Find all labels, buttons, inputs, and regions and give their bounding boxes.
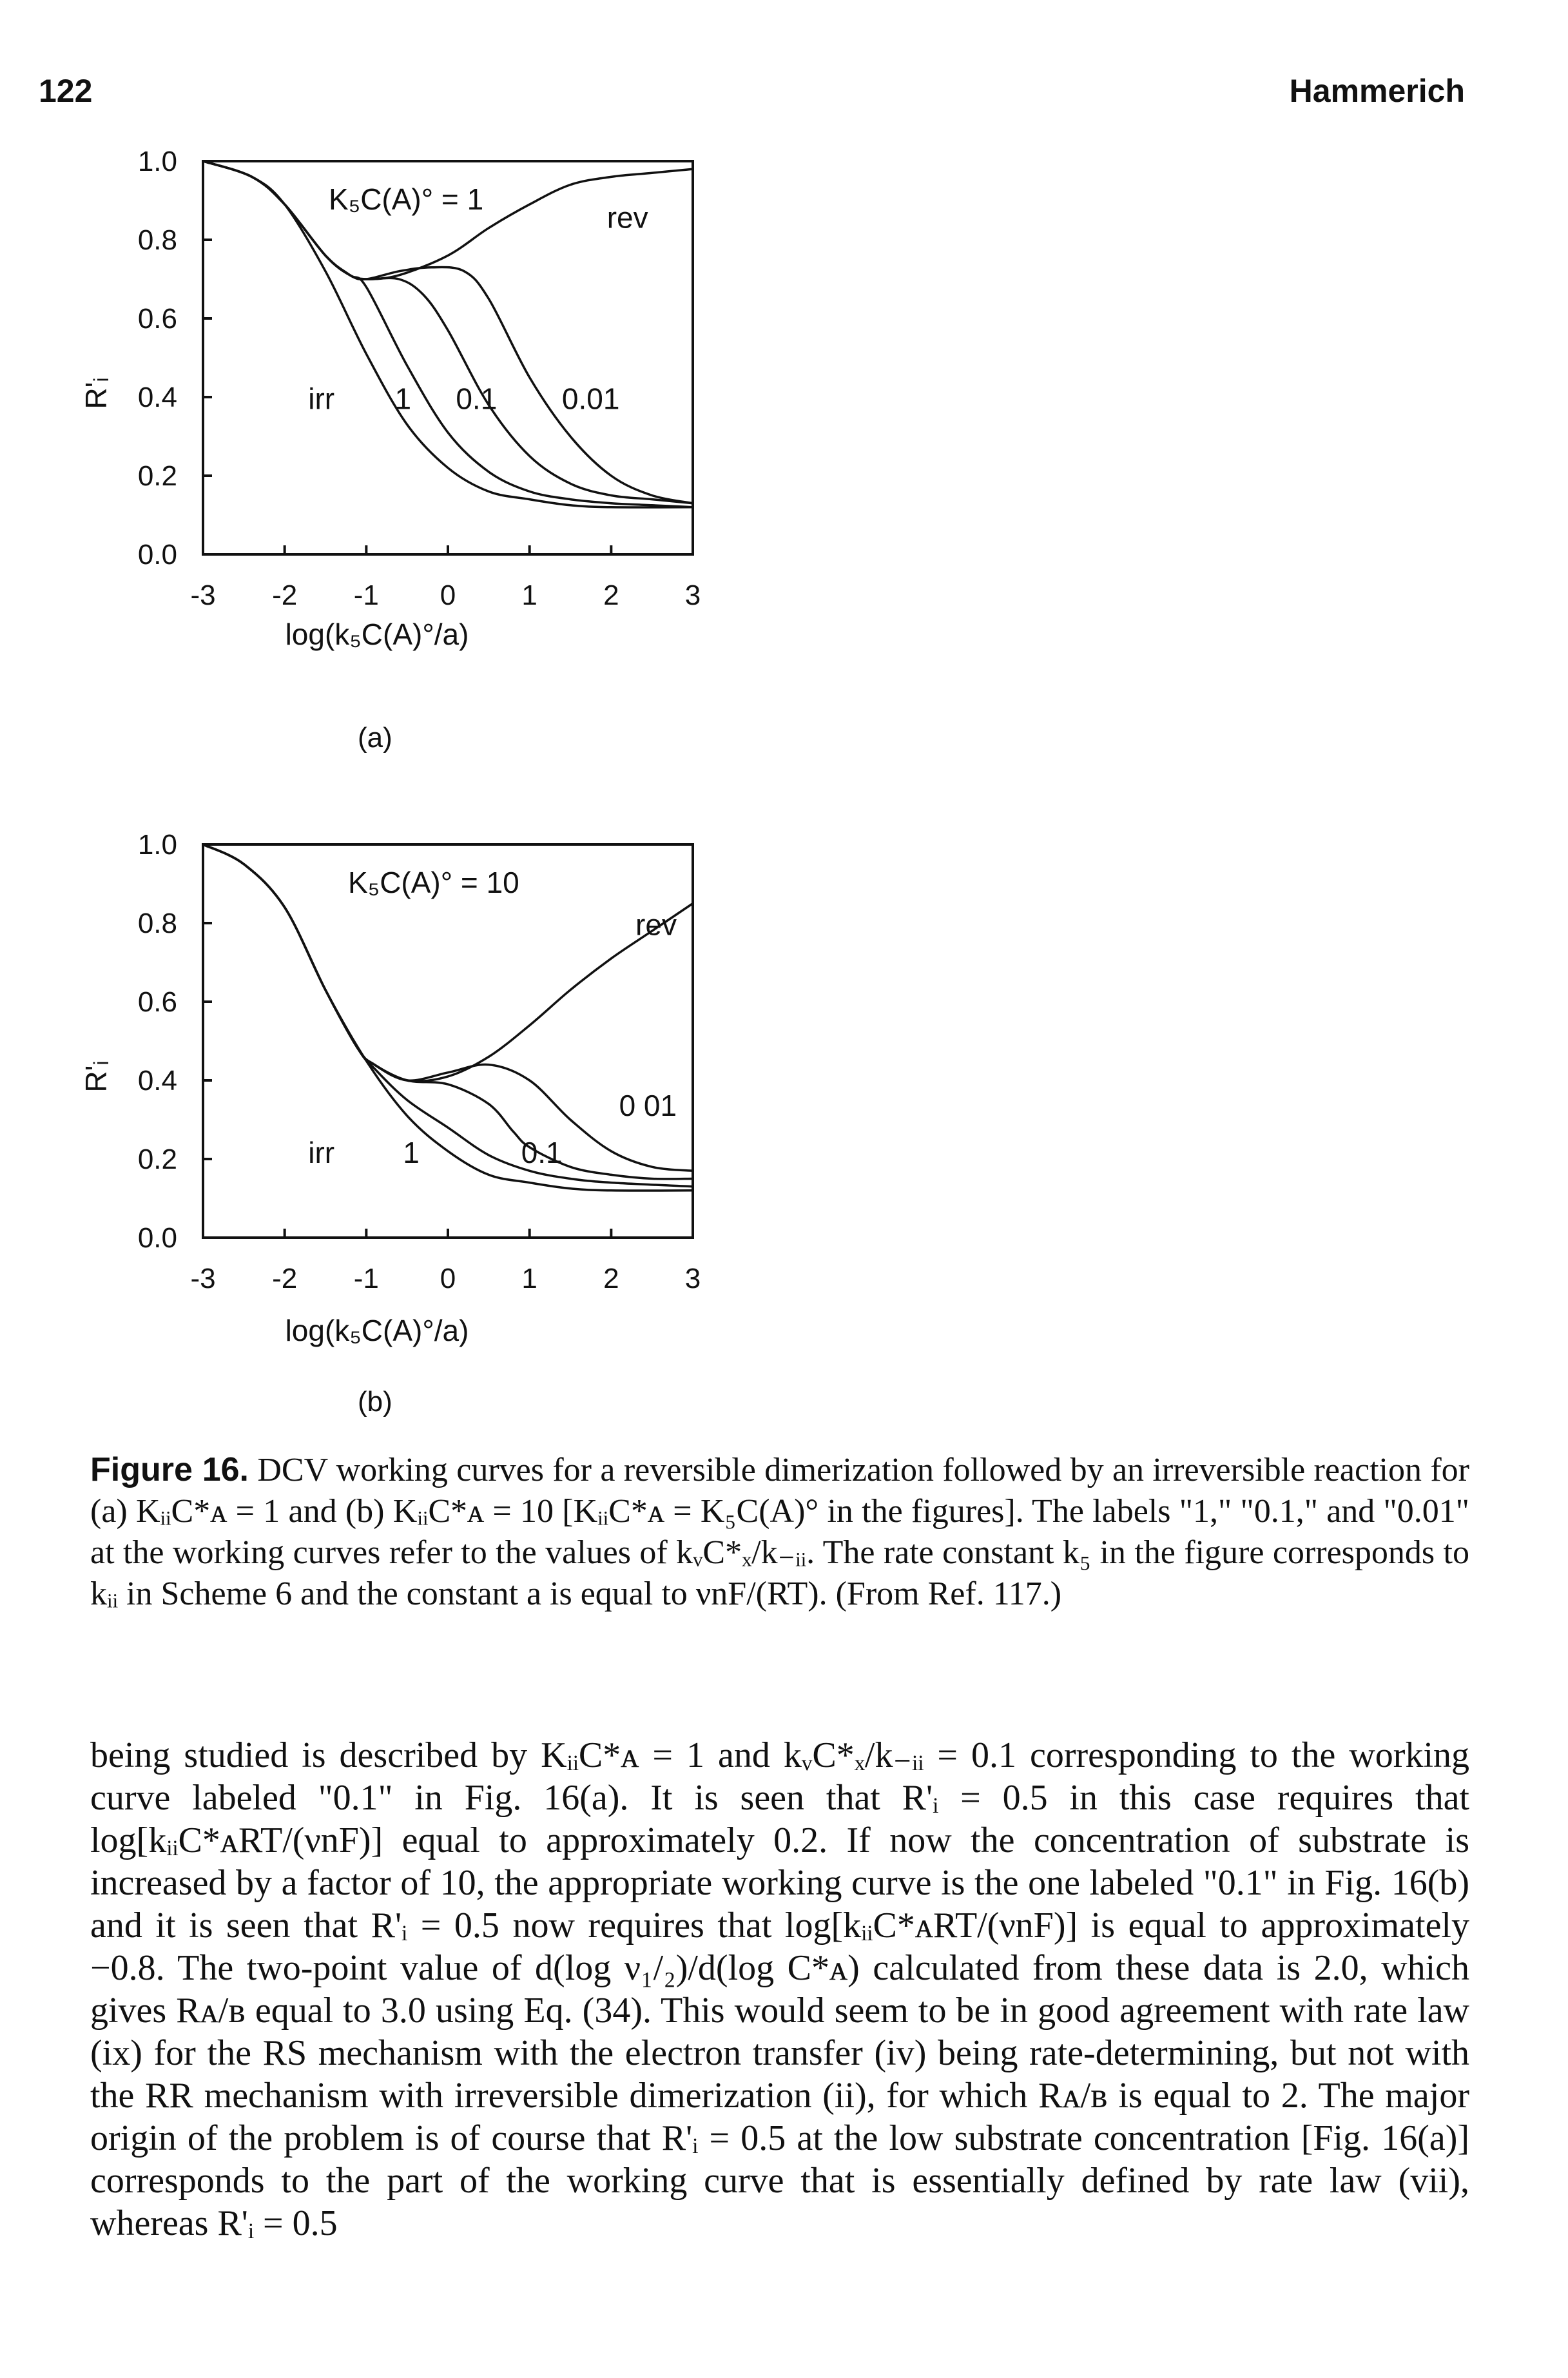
curve-label: 0 01 <box>619 1089 677 1122</box>
chart-annotation: K₅C(A)° = 1 <box>329 182 483 216</box>
x-tick-label: 0 <box>440 1263 456 1294</box>
panel-label-b: (b) <box>358 1386 392 1418</box>
chart-panel-b: R'ᵢ log(k₅C(A)°/a) K₅C(A)° = 10 0.0 0.2 0.… <box>79 829 701 1347</box>
x-tick-label: 3 <box>685 1263 701 1294</box>
x-tick-label: -3 <box>190 580 215 611</box>
y-tick-label: 0.0 <box>138 1222 177 1254</box>
x-axis-label: log(k₅C(A)°/a) <box>286 618 469 651</box>
x-tick-label: 2 <box>603 1263 619 1294</box>
x-tick-label: -2 <box>272 580 297 611</box>
y-tick-label: 1.0 <box>138 146 177 177</box>
curve-label: 0.1 <box>456 382 497 415</box>
plot-frame <box>202 843 694 1239</box>
y-tick-label: 0.0 <box>138 539 177 570</box>
y-axis-label: R'ᵢ <box>79 377 113 409</box>
curve-label: 1 <box>403 1136 420 1169</box>
panel-label-a: (a) <box>358 722 392 754</box>
y-tick-label: 1.0 <box>138 829 177 861</box>
curve-series-4 <box>202 843 693 1192</box>
figure-caption: Figure 16. DCV working curves for a reve… <box>90 1449 1469 1615</box>
x-axis-label: log(k₅C(A)°/a) <box>286 1314 469 1347</box>
y-tick-label: 0.6 <box>138 303 177 335</box>
curve-label: irr <box>308 382 334 415</box>
page-number: 122 <box>39 73 93 109</box>
x-tick-label: -2 <box>272 1263 297 1294</box>
curve-label: rev <box>635 908 677 941</box>
x-tick-label: 2 <box>603 580 619 611</box>
curve-label: irr <box>308 1136 334 1169</box>
chart-panel-a: R'ᵢ log(k₅C(A)°/a) K₅C(A)° = 1 0.0 0.2 0.4… <box>79 146 701 651</box>
y-tick-label: 0.8 <box>138 908 177 939</box>
body-paragraph: being studied is described by KᵢᵢC*ᴀ = 1… <box>90 1735 1469 2243</box>
curve-label: 0.01 <box>562 382 620 415</box>
figure-caption-label: Figure 16. <box>90 1451 249 1488</box>
curve-label: 0.1 <box>521 1136 563 1169</box>
x-tick-label: -1 <box>354 1263 379 1294</box>
y-tick-label: 0.4 <box>138 382 177 413</box>
x-tick-label: 3 <box>685 580 701 611</box>
figure-caption-text: DCV working curves for a reversible dime… <box>90 1452 1469 1612</box>
y-tick-label: 0.8 <box>138 224 177 256</box>
y-tick-label: 0.6 <box>138 986 177 1018</box>
x-tick-label: 0 <box>440 580 456 611</box>
y-tick-label: 0.2 <box>138 460 177 492</box>
y-tick-label: 0.4 <box>138 1065 177 1096</box>
y-axis-label: R'ᵢ <box>79 1060 113 1092</box>
x-tick-label: 1 <box>521 580 537 611</box>
x-tick-label: -3 <box>190 1263 215 1294</box>
curve-series-4 <box>202 160 693 509</box>
running-head: Hammerich <box>1289 73 1465 109</box>
x-tick-label: 1 <box>521 1263 537 1294</box>
chart-annotation: K₅C(A)° = 10 <box>348 866 519 899</box>
curve-label: rev <box>607 201 648 235</box>
x-tick-label: -1 <box>354 580 379 611</box>
curve-label: 1 <box>395 382 412 415</box>
y-tick-label: 0.2 <box>138 1144 177 1175</box>
body-text: being studied is described by KᵢᵢC*ᴀ = 1… <box>90 1734 1469 2245</box>
